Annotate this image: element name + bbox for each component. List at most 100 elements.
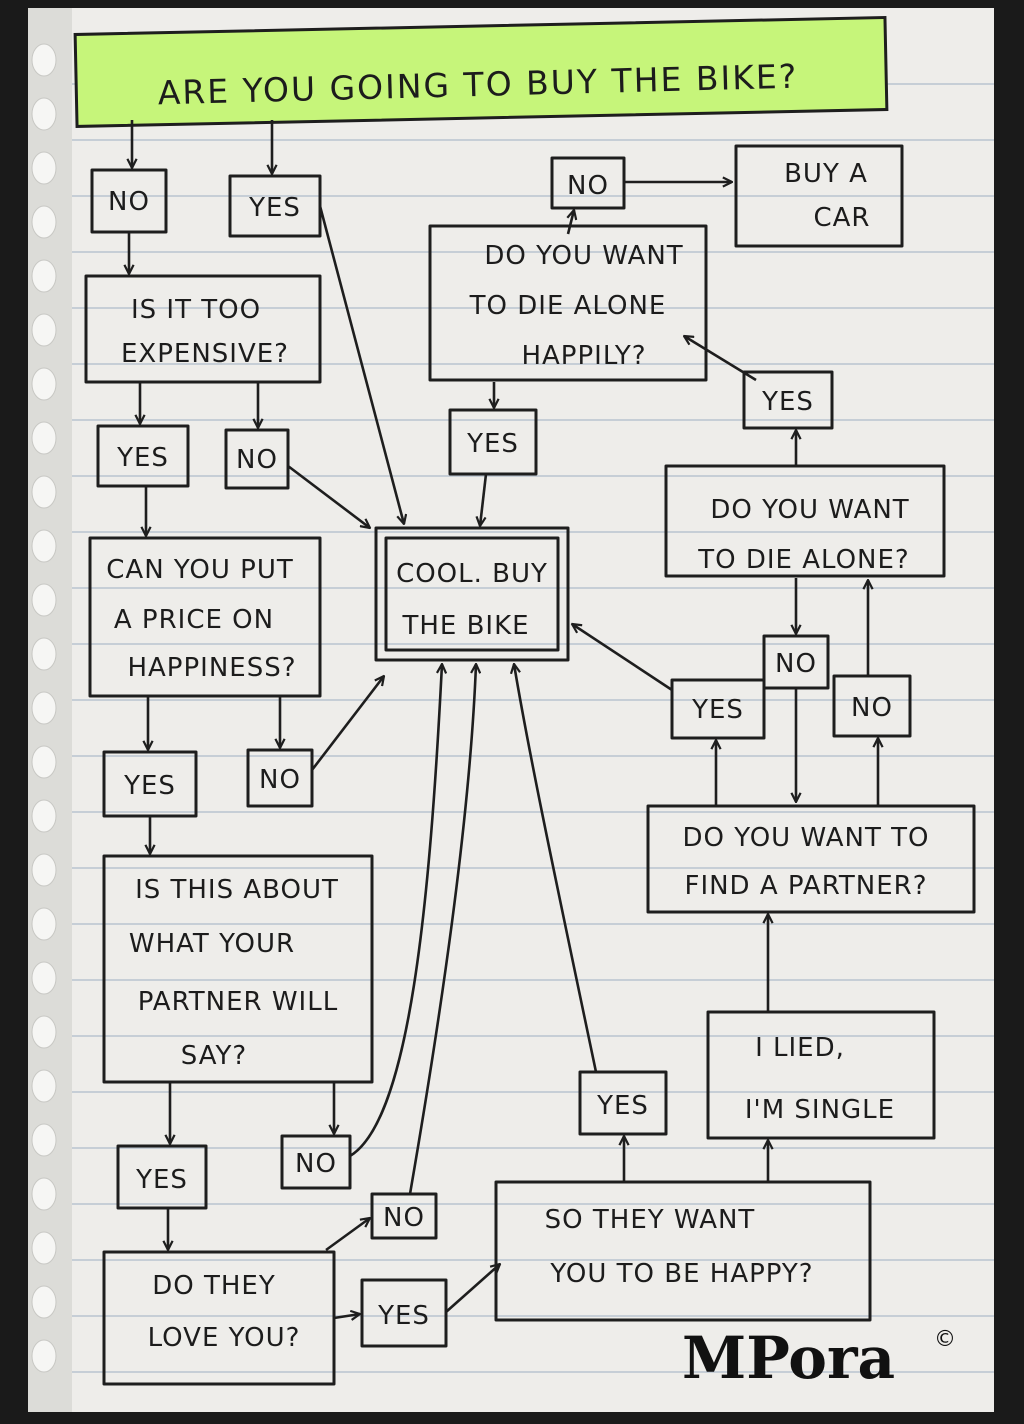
binder-hole — [31, 637, 57, 671]
binder-hole — [31, 853, 57, 887]
binder-hole — [31, 97, 57, 131]
node-line: IS IT TOO — [131, 295, 261, 325]
svg-text:NO: NO — [383, 1203, 425, 1233]
binder-hole — [31, 367, 57, 401]
svg-text:NO: NO — [295, 1149, 337, 1179]
edge — [572, 624, 673, 692]
edge — [514, 664, 598, 1073]
binder-hole — [31, 259, 57, 293]
node-line: DO THEY — [152, 1271, 276, 1301]
node-line: CAR — [813, 203, 870, 233]
binder-hole — [31, 907, 57, 941]
node-line: SO THEY WANT — [545, 1205, 756, 1235]
svg-text:YES: YES — [248, 193, 301, 223]
node-line: WHAT YOUR — [129, 929, 295, 959]
connectors — [129, 120, 878, 1318]
binder-hole — [31, 421, 57, 455]
node-price-happiness: CAN YOU PUT A PRICE ON HAPPINESS? — [88, 536, 322, 698]
node-die-alone: DO YOU WANT TO DIE ALONE? — [664, 464, 946, 578]
node-line: IS THIS ABOUT — [135, 875, 339, 905]
title-highlight — [73, 15, 889, 128]
edge — [445, 1264, 500, 1313]
binder-hole — [31, 745, 57, 779]
node-want-happy: SO THEY WANT YOU TO BE HAPPY? — [494, 1180, 872, 1322]
answer-q2-yes: YES — [96, 424, 190, 488]
node-too-expensive: IS IT TOO EXPENSIVE? — [84, 274, 322, 384]
answer-q4-yes: YES — [116, 1144, 208, 1210]
node-line: EXPENSIVE? — [121, 339, 289, 369]
node-line: SAY? — [181, 1041, 247, 1071]
answer-da-yes: YES — [742, 370, 834, 430]
answer-dah-yes: YES — [448, 408, 538, 476]
edge — [349, 664, 442, 1158]
binder-hole — [31, 1069, 57, 1103]
svg-text:YES: YES — [466, 429, 519, 459]
node-lied-single: I LIED, I'M SINGLE — [706, 1010, 936, 1140]
edge — [318, 205, 404, 524]
binder-hole — [31, 205, 57, 239]
edge — [333, 1314, 360, 1318]
svg-text:NO: NO — [851, 693, 893, 723]
node-line: HAPPILY? — [521, 341, 646, 371]
node-about-partner: IS THIS ABOUT WHAT YOUR PARTNER WILL SAY… — [102, 854, 374, 1084]
edge — [408, 664, 476, 1195]
node-line: LOVE YOU? — [148, 1323, 301, 1353]
binder-hole — [31, 799, 57, 833]
binder-hole — [31, 1339, 57, 1373]
binder-hole — [31, 1015, 57, 1049]
answer-q5-no: NO — [370, 1192, 438, 1240]
binder-hole — [31, 1231, 57, 1265]
edge — [684, 336, 757, 382]
binder-hole — [31, 475, 57, 509]
answer-q3-no: NO — [246, 748, 314, 808]
answer-q4-no: NO — [280, 1134, 352, 1190]
svg-text:YES: YES — [377, 1301, 430, 1331]
edge — [480, 473, 488, 526]
node-line: PARTNER WILL — [138, 987, 338, 1017]
node-line: YOU TO BE HAPPY? — [549, 1259, 813, 1289]
edge — [310, 676, 384, 771]
edge — [568, 210, 574, 235]
node-line: DO YOU WANT — [484, 241, 683, 271]
binder-hole — [31, 313, 57, 347]
binder-holes — [31, 43, 57, 1373]
node-line: CAN YOU PUT — [106, 555, 293, 585]
binder-hole — [31, 1285, 57, 1319]
copyright-mark: © — [934, 1327, 956, 1352]
node-line: I LIED, — [755, 1033, 845, 1063]
answer-fp-yes: YES — [670, 678, 766, 740]
node-line: BUY A — [784, 159, 868, 189]
mpora-logo: MPora © — [682, 1324, 956, 1392]
svg-text:YES: YES — [761, 387, 814, 417]
binder-hole — [31, 583, 57, 617]
node-line: HAPPINESS? — [127, 653, 296, 683]
binder-hole — [31, 691, 57, 725]
svg-text:YES: YES — [691, 695, 744, 725]
ruled-lines — [28, 83, 994, 1373]
svg-text:YES: YES — [596, 1091, 649, 1121]
node-line: FIND A PARTNER? — [684, 871, 927, 901]
svg-text:NO: NO — [775, 649, 817, 679]
binder-hole — [31, 1123, 57, 1157]
node-line: THE BIKE — [401, 611, 529, 641]
node-line: A PRICE ON — [114, 605, 274, 635]
node-buy-car: BUY A CAR — [734, 144, 904, 248]
answer-q2-no: NO — [224, 428, 290, 490]
svg-text:NO: NO — [259, 765, 301, 795]
svg-text:YES: YES — [116, 443, 169, 473]
edge — [287, 464, 370, 528]
node-line: TO DIE ALONE — [469, 291, 667, 321]
binder-hole — [31, 151, 57, 185]
binder-hole — [31, 961, 57, 995]
answer-da-no: NO — [832, 674, 912, 738]
node-line: COOL. BUY — [396, 559, 548, 589]
node-line: DO YOU WANT TO — [683, 823, 930, 853]
node-buy-bike: COOL. BUY THE BIKE — [374, 526, 570, 662]
node-find-partner: DO YOU WANT TO FIND A PARTNER? — [646, 804, 976, 914]
node-line: TO DIE ALONE? — [697, 545, 909, 575]
node-die-alone-happily: DO YOU WANT TO DIE ALONE HAPPILY? — [428, 224, 708, 382]
svg-text:YES: YES — [135, 1165, 188, 1195]
binder-hole — [31, 43, 57, 77]
